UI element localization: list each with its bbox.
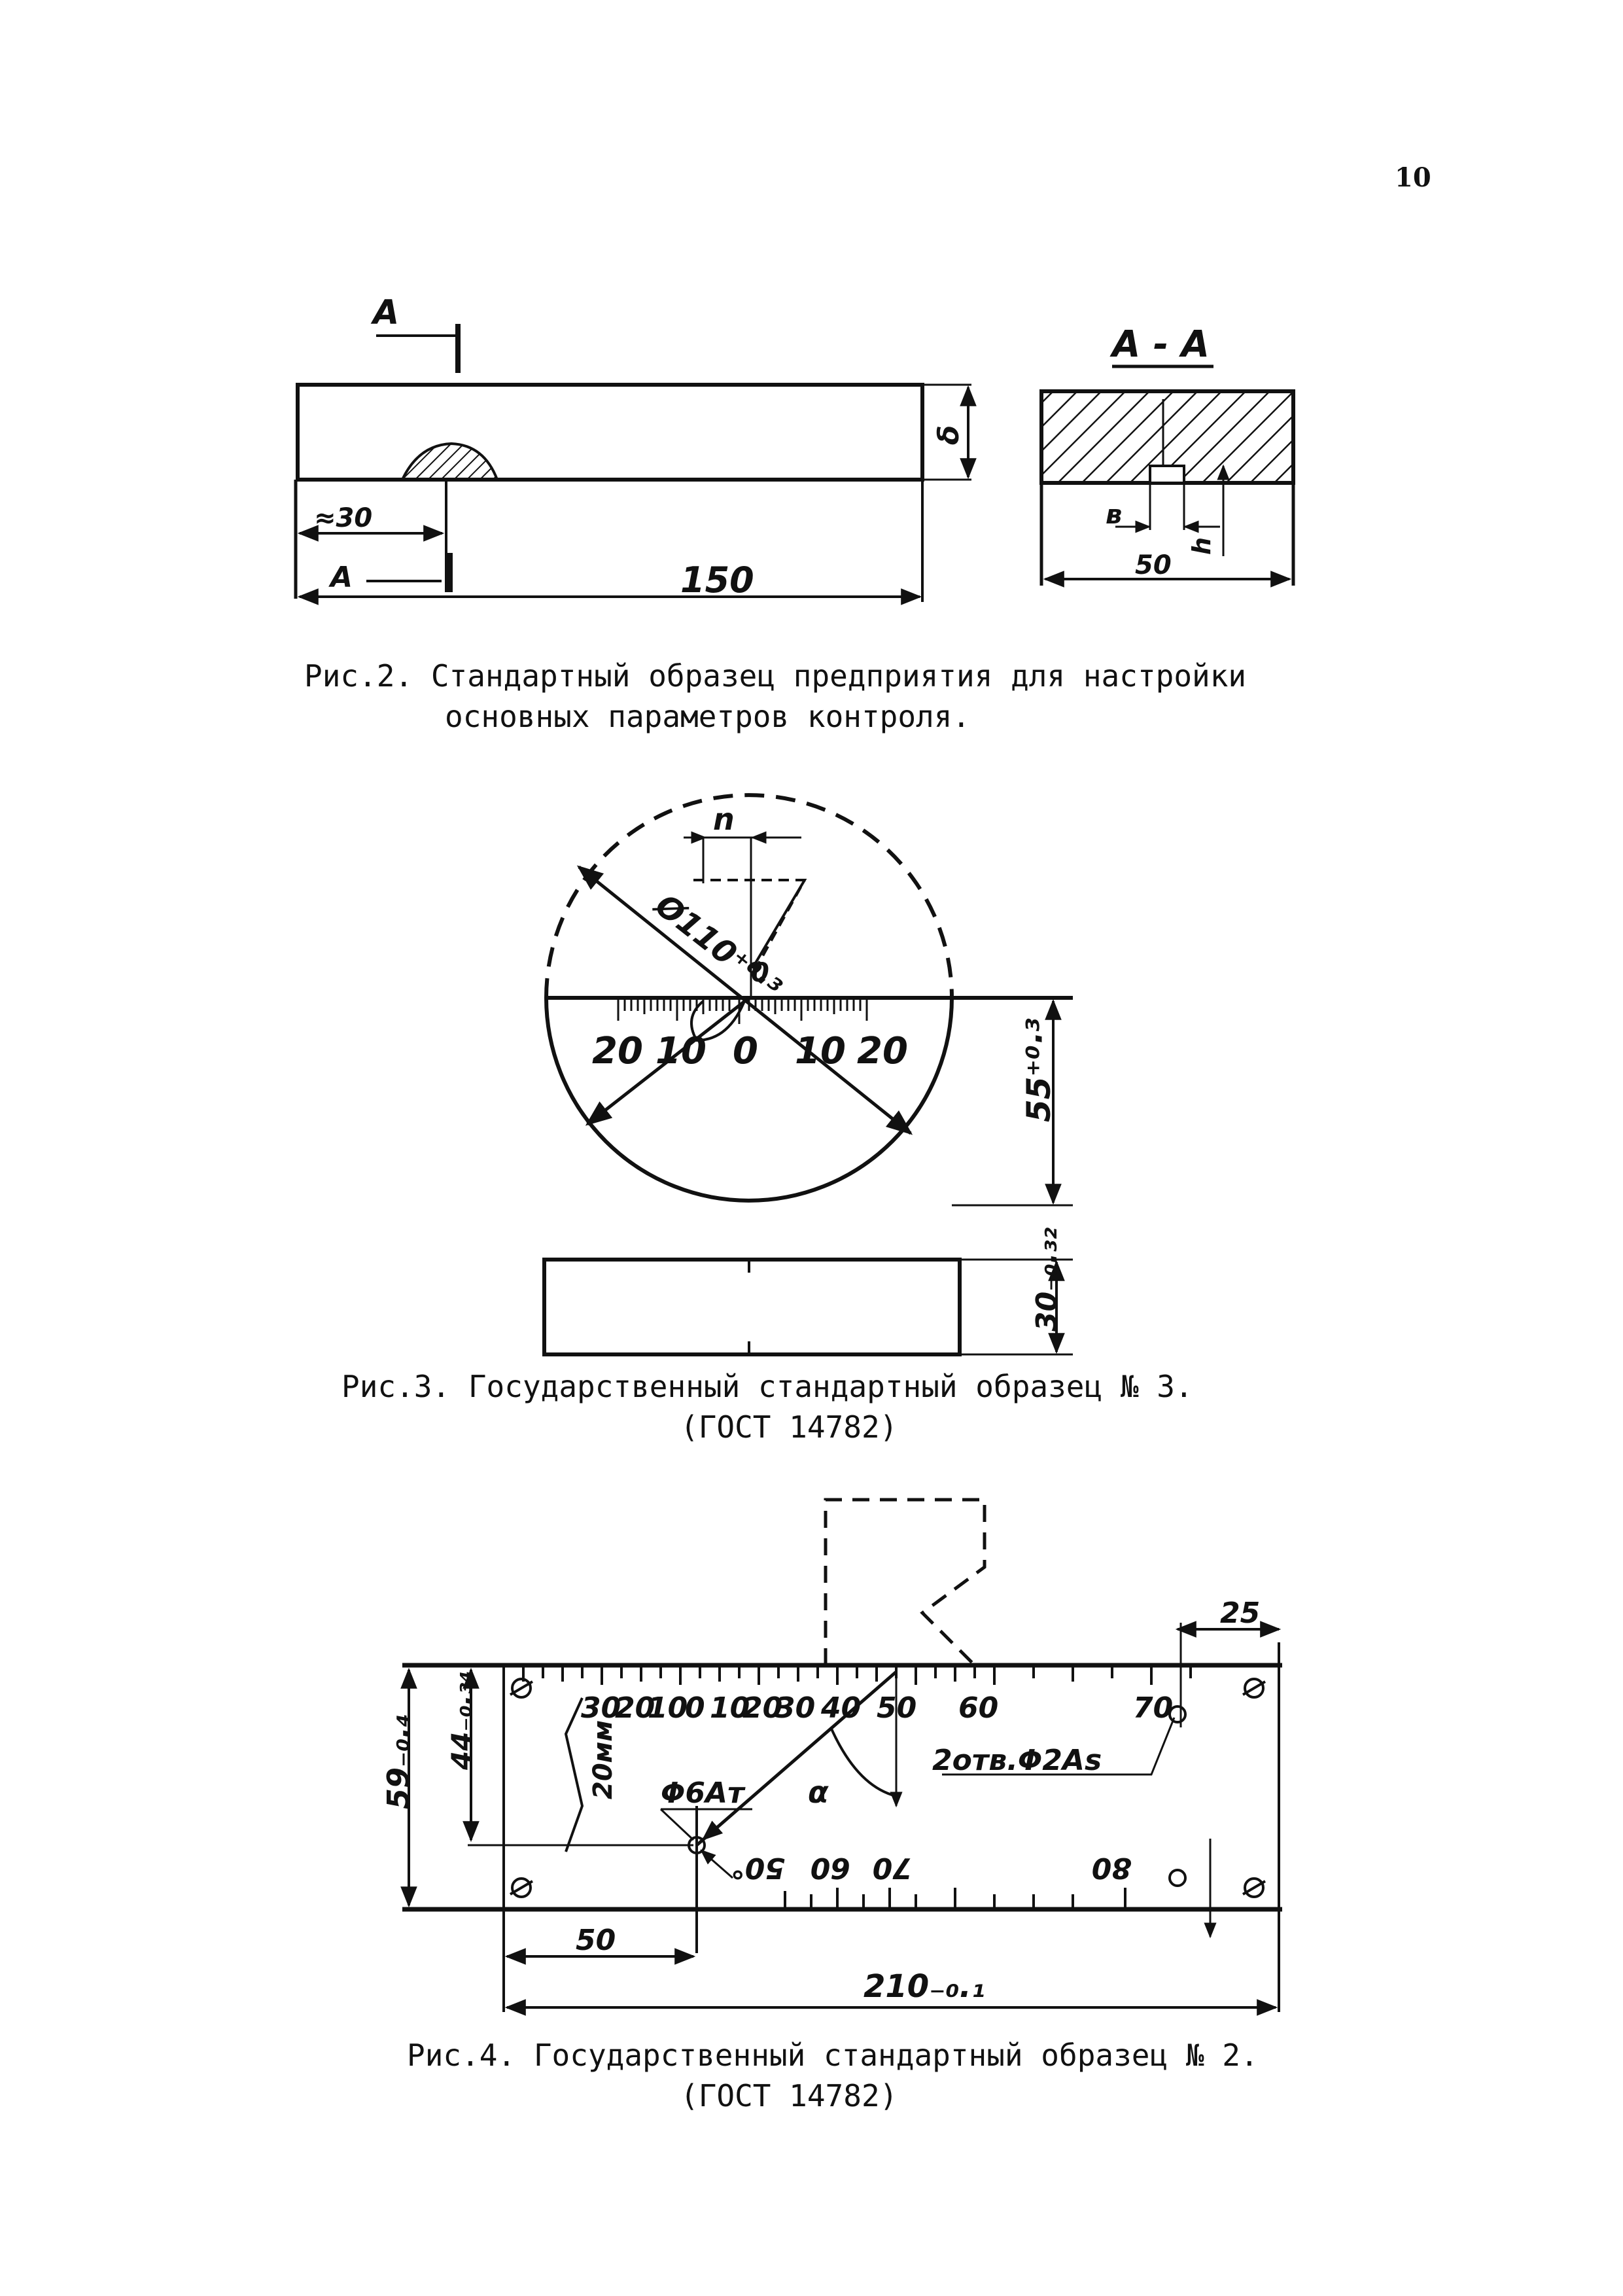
- inner-height-label: 44₋₀.₃₄: [445, 1670, 478, 1771]
- weld-bead: [400, 442, 499, 481]
- dim-width-label: 50: [1135, 550, 1172, 580]
- figure-4-caption-line-1: Рис.4. Государственный стандартный образ…: [407, 2038, 1259, 2073]
- top-scale-ticks: [522, 1665, 1192, 1685]
- transducer-edge: [751, 879, 806, 970]
- top-scale-label-70: 70: [1133, 1691, 1173, 1725]
- figure-2-drawing: А ≈30 А 150 δ А - А в h 50: [294, 293, 1295, 605]
- hole-bottom-left-icon: [511, 1877, 532, 1898]
- figure-4-caption-line-2: (ГОСТ 14782): [680, 2078, 898, 2113]
- hole-bottom-right-icon: [1244, 1877, 1265, 1898]
- thickness-label: 30₋₀.₃₂: [1030, 1227, 1064, 1332]
- offset-label: 50: [576, 1924, 616, 1957]
- top-scale-label-20: 20: [615, 1691, 655, 1725]
- corner-holes: [509, 1678, 1266, 1898]
- section-notch: [1149, 465, 1185, 484]
- top-scale-label-10b: 10: [710, 1691, 750, 1725]
- bottom-scale-label-70: 70: [873, 1851, 913, 1884]
- figure-3-drawing: 20 10 0 10 20 Ø110⁺⁰·³ n 0 55⁺⁰·³ 30₋₀.₃…: [542, 793, 1073, 1356]
- hole-top-right-icon: [1244, 1678, 1265, 1699]
- holes-label: 2отв.Φ2Аs: [932, 1744, 1102, 1777]
- radius-line: [585, 997, 750, 1126]
- top-right-label: 25: [1220, 1597, 1260, 1630]
- notch-b-label: в: [1106, 500, 1122, 530]
- page-number: 10: [1395, 162, 1431, 193]
- top-scale-label-20b: 20: [742, 1691, 782, 1725]
- zero-point-label: 0: [751, 958, 769, 988]
- dim-length-label: 150: [680, 559, 754, 601]
- n-label: n: [713, 802, 735, 837]
- notch-h-label: h: [1187, 537, 1216, 555]
- figure-2-caption-line-2: основных параметров контроля.: [445, 699, 971, 734]
- small-hole-lower-icon: [1168, 1869, 1187, 1887]
- top-scale-labels: 30 20 10 0 10 20 30 40 50 60 70: [581, 1691, 1173, 1725]
- phi6-diag-lr: [700, 1849, 733, 1879]
- center-hole-arc: [690, 997, 747, 1042]
- twenty-mm-bracket: [564, 1697, 584, 1852]
- dim-thickness-label: δ: [932, 425, 966, 445]
- figure-3-caption-line-2: (ГОСТ 14782): [680, 1409, 898, 1445]
- phi6-diag-ul: [659, 1808, 695, 1841]
- holes-leader: [942, 1717, 1176, 1776]
- bottom-scale-label-80: 80: [1092, 1851, 1132, 1884]
- block-outline: [296, 383, 924, 482]
- figure-2-caption-line-1: Рис.2. Стандартный образец предприятия д…: [304, 658, 1247, 694]
- top-scale-label-30b: 30: [775, 1691, 815, 1725]
- bottom-scale-label-60: 60: [811, 1851, 850, 1884]
- height-label: 59₋₀.₄: [381, 1714, 416, 1809]
- bottom-scale-label-50: 50°: [731, 1851, 785, 1884]
- length-label: 210₋₀.₁: [864, 1968, 985, 2005]
- circle-lower-solid: [544, 997, 954, 1203]
- top-scale-label-60: 60: [958, 1691, 998, 1725]
- bottom-scale-labels: 50° 60 70 80: [731, 1851, 1132, 1884]
- transducer-dashed: [824, 1498, 986, 1667]
- alpha-arc: [829, 1727, 897, 1797]
- hole-top-left-icon: [511, 1678, 532, 1699]
- alpha-label: α: [808, 1775, 829, 1810]
- top-scale-label-10: 10: [648, 1691, 688, 1725]
- top-scale-label-30: 30: [581, 1691, 621, 1725]
- top-scale-label-0: 0: [685, 1691, 705, 1725]
- bottom-scale-ticks: [784, 1888, 1126, 1909]
- section-marker-label: А: [370, 293, 399, 332]
- side-view-block: [542, 1258, 962, 1356]
- figure-3-caption-line-1: Рис.3. Государственный стандартный образ…: [341, 1369, 1193, 1404]
- dim-position-label: ≈30: [314, 503, 372, 533]
- circle-upper-dashed: [544, 793, 954, 998]
- twenty-mm-label: 20мм: [588, 1720, 618, 1799]
- section-title: А - А: [1109, 323, 1210, 366]
- height-label: 55⁺⁰·³: [1020, 1018, 1058, 1122]
- hole-label: Φ6Ат: [661, 1776, 746, 1810]
- small-hole-upper-icon: [1168, 1705, 1187, 1723]
